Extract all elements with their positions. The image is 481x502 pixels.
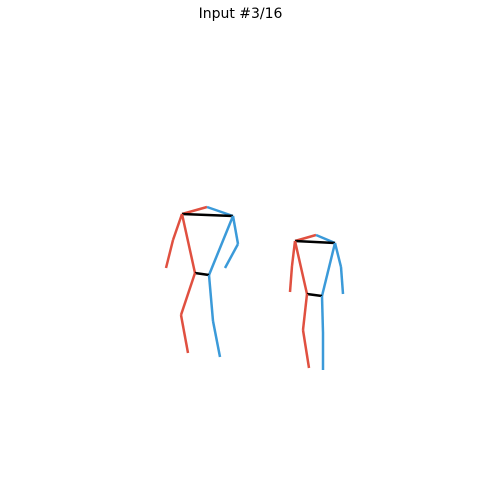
person-1-head-right-bone	[181, 205, 208, 216]
person-1-right-upper-arm-bone	[171, 213, 184, 241]
person-1-left-torso-bone	[207, 215, 235, 276]
person-1-right-torso-bone	[180, 213, 197, 274]
person-2-right-torso-bone	[293, 240, 309, 295]
person-2-hip-line-bone	[306, 292, 323, 298]
person-1-left-upper-arm-bone	[231, 215, 240, 245]
person-2-right-shin-bone	[301, 329, 311, 369]
figure-title: Input #3/16	[198, 6, 283, 22]
person-1-right-shin-bone	[179, 314, 190, 354]
person-1-right-forearm-bone	[164, 239, 175, 269]
person-2-right-upper-arm-bone	[290, 240, 297, 267]
person-1-right-thigh-bone	[179, 272, 197, 316]
person-1-left-forearm-bone	[223, 243, 240, 269]
person-2-left-torso-bone	[320, 242, 337, 297]
person-1-left-thigh-bone	[207, 274, 215, 322]
person-1-left-shin-bone	[211, 320, 222, 358]
person-1-hip-line-bone	[194, 271, 210, 277]
person-2-left-forearm-bone	[339, 266, 345, 295]
person-1-head-left-bone	[206, 205, 234, 218]
person-1-shoulder-line-bone	[181, 212, 234, 218]
person-2-left-upper-arm-bone	[333, 242, 343, 268]
person-2-shoulder-line-bone	[294, 239, 336, 245]
person-2-right-forearm-bone	[288, 265, 294, 293]
person-2-left-thigh-bone	[320, 295, 325, 334]
person-2-skeleton	[288, 233, 345, 370]
person-2-right-thigh-bone	[301, 293, 309, 331]
person-1-skeleton	[164, 205, 240, 358]
